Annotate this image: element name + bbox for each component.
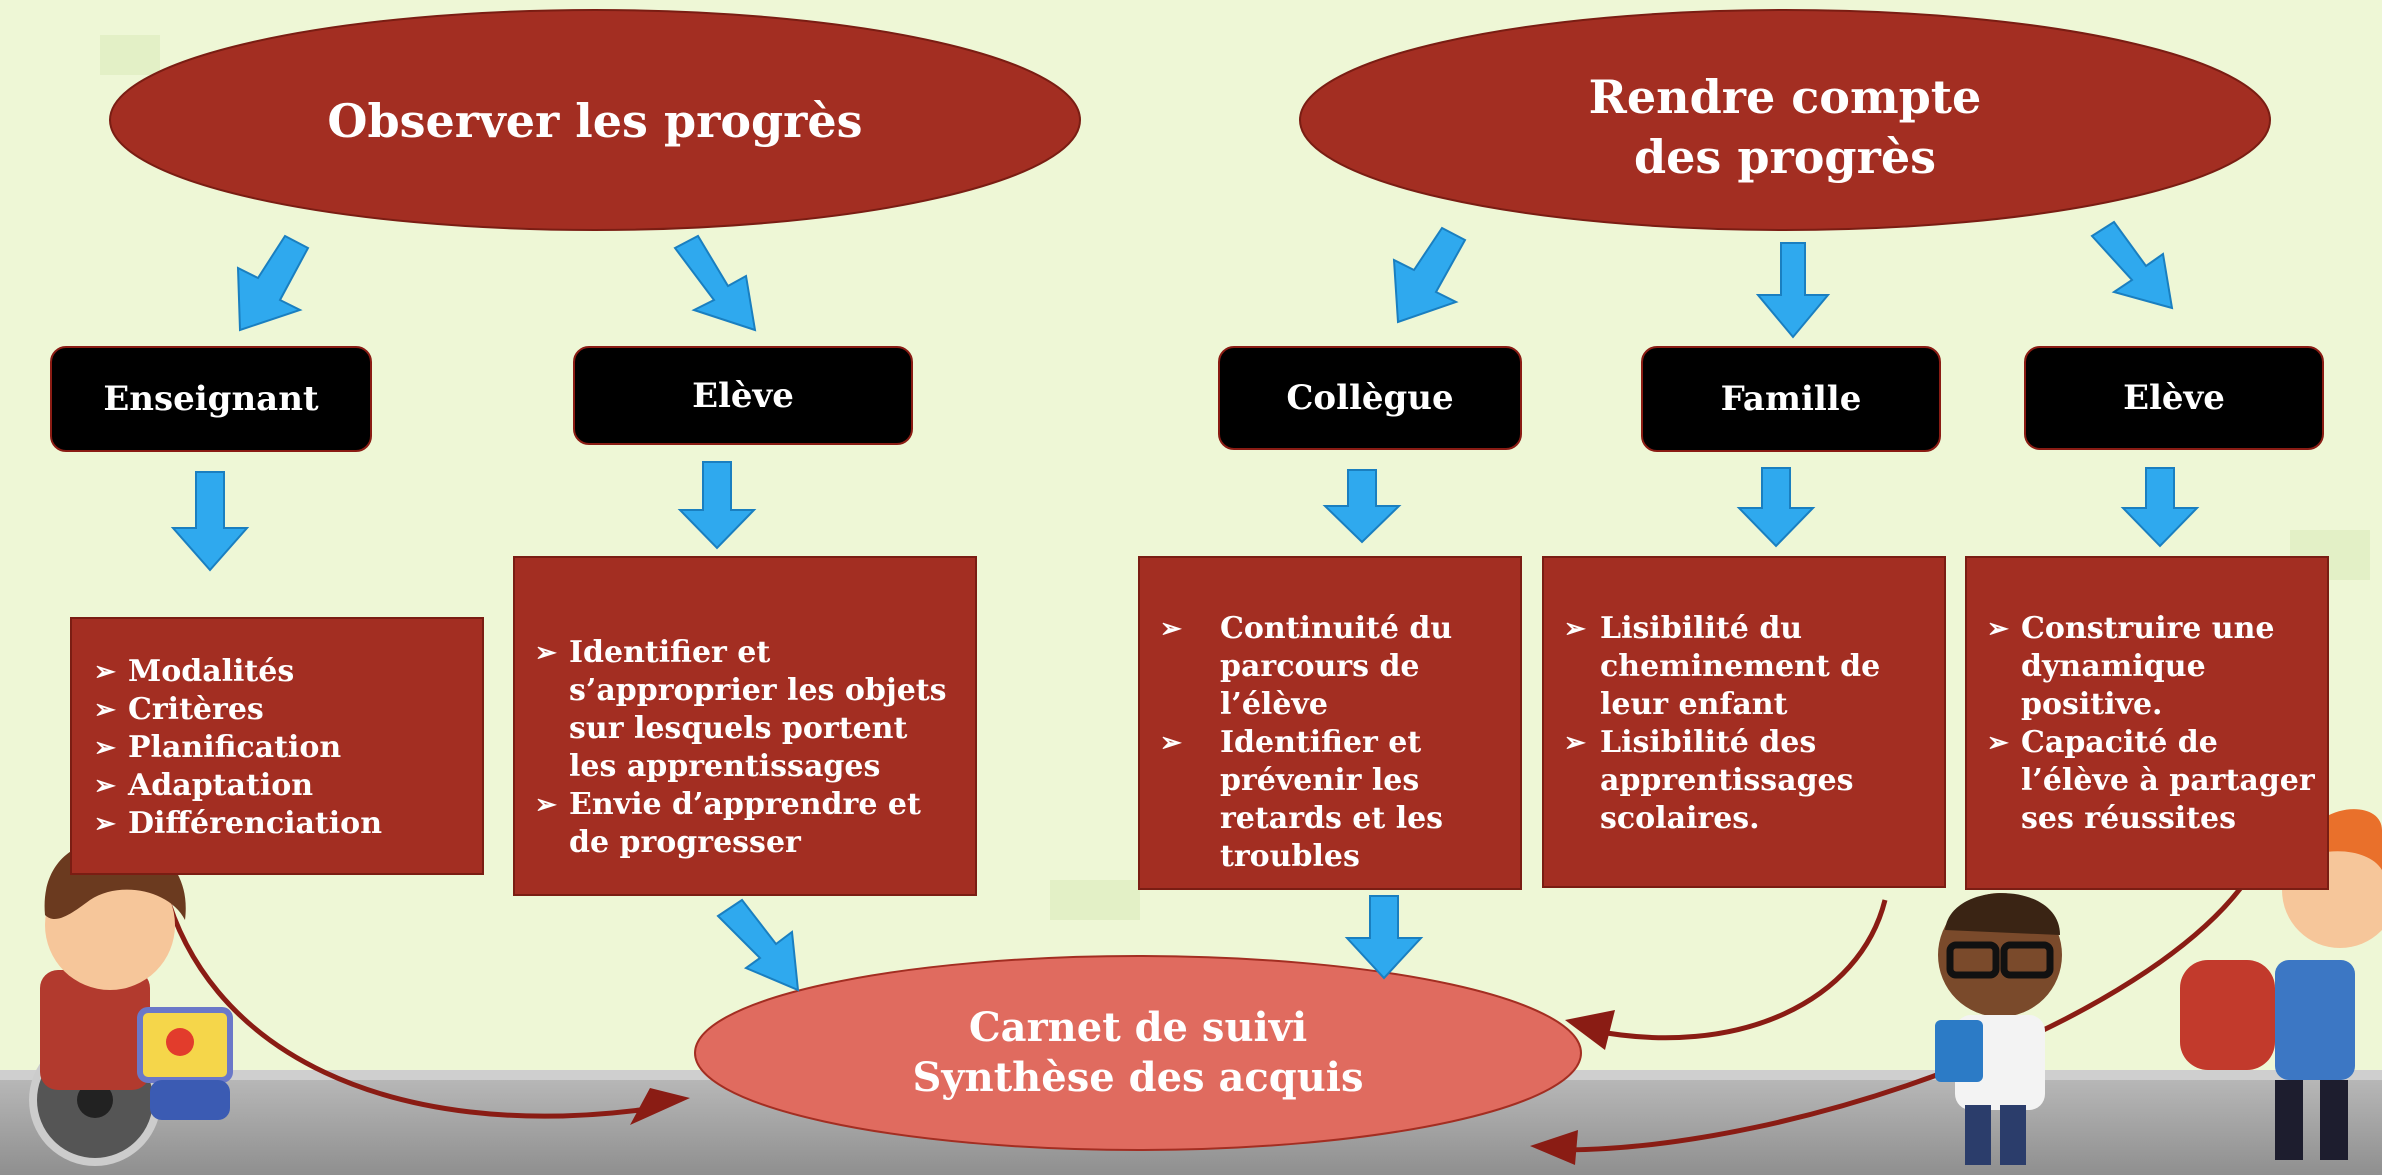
box-collegue-list: Continuité du parcours de l’élève Identi… <box>1160 610 1515 876</box>
carnet-ellipse <box>694 955 1582 1151</box>
list-item: Lisibilité des apprentissages scolaires. <box>1564 724 1934 838</box>
arrow-to-enseignant <box>236 234 310 332</box>
rendre-compte-line2: des progrès <box>1634 129 1936 184</box>
boy-glasses-illustration <box>1935 893 2062 1165</box>
list-item: Capacité de l’élève à partager ses réuss… <box>1987 724 2317 838</box>
girl-wheelchair-illustration <box>29 840 233 1166</box>
list-item: Construire une dynamique positive. <box>1987 610 2317 724</box>
carnet-line1: Carnet de suivi <box>968 1004 1308 1051</box>
arrow-to-famille <box>1755 242 1831 339</box>
list-item: Modalités <box>94 653 382 691</box>
observer-title: Observer les progrès <box>327 94 863 148</box>
arrow-eleve-right-box <box>2120 467 2200 548</box>
arrow-enseignant-box <box>170 471 250 572</box>
actor-enseignant: Enseignant <box>50 346 372 452</box>
actor-eleve-right-label: Elève <box>2123 378 2225 418</box>
box-eleve-left-list: Identifier et s’approprier les objets su… <box>535 634 965 862</box>
arrow-collegue-box-to-carnet <box>1344 895 1424 980</box>
actor-enseignant-label: Enseignant <box>103 379 319 419</box>
list-item: Identifier et prévenir les retards et le… <box>1160 724 1515 876</box>
list-item: Planification <box>94 729 382 767</box>
box-eleve-left: Identifier et s’approprier les objets su… <box>513 556 977 896</box>
curve-famille-to-carnet <box>1589 899 1888 1041</box>
list-item: Identifier et s’approprier les objets su… <box>535 634 965 786</box>
box-famille: Lisibilité du cheminement de leur enfant… <box>1542 556 1946 888</box>
actor-famille-label: Famille <box>1720 379 1862 419</box>
box-eleve-right: Construire une dynamique positive. Capac… <box>1965 556 2329 890</box>
rendre-compte-title: Rendre compte des progrès <box>1420 68 2150 188</box>
observer-ellipse <box>109 9 1081 231</box>
arrow-eleve-left-box <box>677 461 757 550</box>
arrow-to-eleve-left <box>673 234 757 332</box>
list-item: Adaptation <box>94 767 382 805</box>
curve-arrowhead <box>1530 1130 1578 1165</box>
actor-eleve-left: Elève <box>573 346 913 445</box>
list-item: Lisibilité du cheminement de leur enfant <box>1564 610 1934 724</box>
arrow-collegue-box <box>1322 469 1402 544</box>
arrow-to-collegue <box>1392 226 1467 324</box>
list-item: Continuité du parcours de l’élève <box>1160 610 1515 724</box>
actor-collegue-label: Collègue <box>1286 378 1454 418</box>
list-item: Envie d’apprendre et de progresser <box>535 786 965 862</box>
box-collegue: Continuité du parcours de l’élève Identi… <box>1138 556 1522 890</box>
carnet-label: Carnet de suivi Synthèse des acquis <box>850 1003 1426 1103</box>
bg-blotch <box>100 35 160 75</box>
actor-famille: Famille <box>1641 346 1941 452</box>
curve-enseignant-to-carnet <box>157 869 641 1119</box>
bg-blotch <box>1050 880 1140 920</box>
actor-eleve-left-label: Elève <box>692 375 794 416</box>
box-eleve-right-list: Construire une dynamique positive. Capac… <box>1987 610 2317 838</box>
curve-arrowhead <box>1565 1010 1615 1050</box>
arrow-eleve-box-to-carnet <box>716 898 800 992</box>
list-item: Critères <box>94 691 382 729</box>
arrow-famille-box <box>1736 467 1816 548</box>
curve-arrowhead <box>630 1088 690 1125</box>
box-enseignant-list: Modalités Critères Planification Adaptat… <box>94 653 382 843</box>
box-famille-list: Lisibilité du cheminement de leur enfant… <box>1564 610 1934 838</box>
rendre-compte-ellipse <box>1299 9 2271 231</box>
rendre-compte-line1: Rendre compte <box>1588 70 1982 124</box>
actor-eleve-right: Elève <box>2024 346 2324 450</box>
list-item: Différenciation <box>94 805 382 843</box>
arrow-to-eleve-right <box>2090 220 2174 310</box>
carnet-line2: Synthèse des acquis <box>912 1054 1364 1101</box>
actor-collegue: Collègue <box>1218 346 1522 450</box>
box-enseignant: Modalités Critères Planification Adaptat… <box>70 617 484 875</box>
